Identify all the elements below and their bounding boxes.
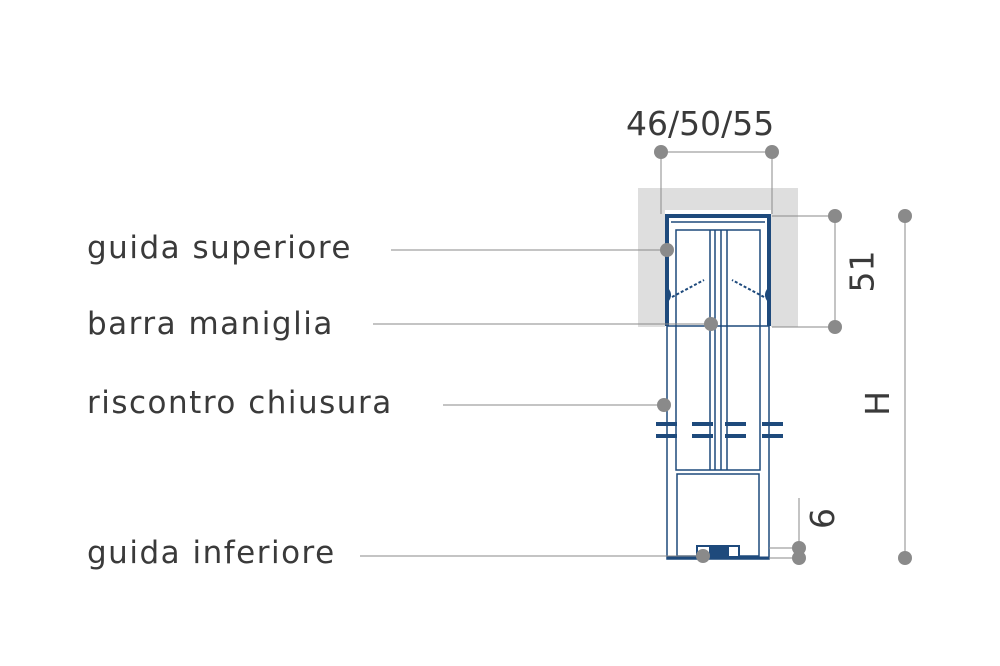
width-dimension: [654, 145, 779, 214]
brush-seals: [671, 279, 765, 298]
dim-bottom-height-text: 6: [803, 508, 842, 529]
leader-lines: [360, 249, 711, 557]
panel-lower-inset: [676, 473, 760, 557]
seal-clips: [665, 288, 771, 302]
label-top-guide: guida superiore: [87, 230, 352, 266]
total-height-dimension: [898, 209, 912, 565]
dim-top-height-text: 51: [842, 250, 882, 293]
dim-width-text: 46/50/55: [626, 104, 775, 143]
label-lock-strike: riscontro chiusura: [87, 385, 393, 421]
label-handle-bar: barra maniglia: [87, 306, 334, 342]
top-height-dimension: [772, 209, 842, 334]
handle-bar: [709, 230, 728, 470]
leader-dots: [657, 243, 718, 563]
ceiling-recess: [638, 188, 798, 327]
section-break: [656, 422, 783, 438]
top-guide-channel: [665, 214, 771, 326]
panel-frame: [666, 325, 770, 560]
label-bottom-guide: guida inferiore: [87, 535, 336, 571]
bottom-height-dimension: [769, 498, 806, 565]
panel-inner: [675, 229, 761, 471]
dim-total-height-text: H: [857, 391, 897, 416]
bottom-guide-profile: [667, 545, 769, 560]
